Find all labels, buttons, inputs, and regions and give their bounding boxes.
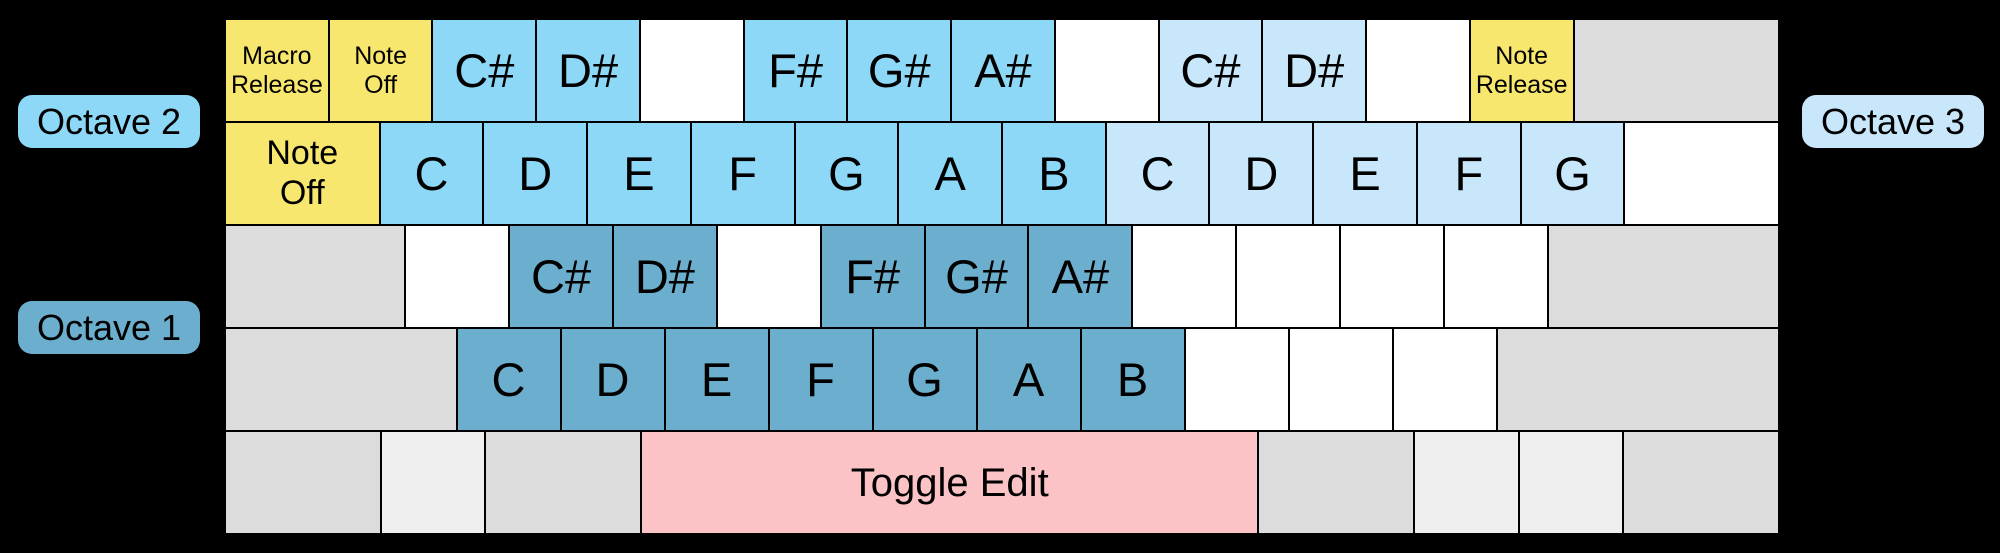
key-unlabeled-modifier xyxy=(1573,19,1780,122)
key-unlabeled-blank xyxy=(405,225,510,328)
octave-1-badge: Octave 1 xyxy=(18,301,200,354)
key-f-sharp: F# xyxy=(820,225,925,328)
key-unlabeled-blank xyxy=(1236,225,1340,328)
key-g: G xyxy=(794,122,899,225)
keyboard-row-5: Toggle Edit xyxy=(225,431,1779,534)
key-unlabeled-blank xyxy=(1184,328,1289,431)
key-d-sharp: D# xyxy=(612,225,717,328)
key-unlabeled-modifier xyxy=(1258,431,1415,534)
key-g-sharp: G# xyxy=(924,225,1029,328)
key-f: F xyxy=(1416,122,1521,225)
key-unlabeled-blank xyxy=(1288,328,1393,431)
key-unlabeled-blank xyxy=(1340,225,1444,328)
key-unlabeled-blank xyxy=(1054,19,1159,122)
key-unlabeled-blank xyxy=(716,225,821,328)
key-d-sharp: D# xyxy=(536,19,640,122)
key-toggle-edit: Toggle Edit xyxy=(641,431,1259,534)
key-c: C xyxy=(379,122,484,225)
key-unlabeled-blank xyxy=(1392,328,1497,431)
key-unlabeled-modifier-light xyxy=(380,431,486,534)
key-unlabeled-modifier xyxy=(1496,328,1779,431)
key-e: E xyxy=(1313,122,1417,225)
key-c-sharp: C# xyxy=(1158,19,1263,122)
key-a: A xyxy=(976,328,1081,431)
key-unlabeled-modifier xyxy=(1623,431,1779,534)
key-g-sharp: G# xyxy=(847,19,952,122)
key-d: D xyxy=(483,122,588,225)
key-unlabeled-modifier xyxy=(225,225,406,328)
key-f: F xyxy=(768,328,873,431)
keyboard-row-3: C#D# F#G#A# xyxy=(225,225,1779,328)
key-unlabeled-modifier xyxy=(1547,225,1779,328)
key-unlabeled-modifier xyxy=(225,431,381,534)
key-b: B xyxy=(1080,328,1185,431)
key-unlabeled-blank xyxy=(1443,225,1548,328)
key-unlabeled-blank xyxy=(1132,225,1237,328)
key-unlabeled-modifier xyxy=(485,431,642,534)
key-c: C xyxy=(1105,122,1210,225)
key-unlabeled-modifier-light xyxy=(1518,431,1624,534)
key-c: C xyxy=(456,328,561,431)
key-c-sharp: C# xyxy=(432,19,537,122)
key-f: F xyxy=(690,122,795,225)
key-f-sharp: F# xyxy=(743,19,848,122)
key-e: E xyxy=(664,328,769,431)
key-g: G xyxy=(1520,122,1625,225)
key-b: B xyxy=(1002,122,1106,225)
key-a-sharp: A# xyxy=(951,19,1055,122)
key-d: D xyxy=(1209,122,1314,225)
key-c-sharp: C# xyxy=(509,225,613,328)
key-a-sharp: A# xyxy=(1028,225,1133,328)
key-d: D xyxy=(560,328,665,431)
octave-3-badge: Octave 3 xyxy=(1802,95,1984,148)
key-d-sharp: D# xyxy=(1262,19,1367,122)
key-unlabeled-blank xyxy=(639,19,744,122)
key-e: E xyxy=(587,122,691,225)
key-unlabeled-modifier xyxy=(225,328,457,431)
key-unlabeled-blank xyxy=(1624,122,1779,225)
key-unlabeled-blank xyxy=(1366,19,1470,122)
key-a: A xyxy=(898,122,1002,225)
octave-2-badge: Octave 2 xyxy=(18,95,200,148)
key-unlabeled-modifier-light xyxy=(1414,431,1519,534)
key-g: G xyxy=(872,328,977,431)
